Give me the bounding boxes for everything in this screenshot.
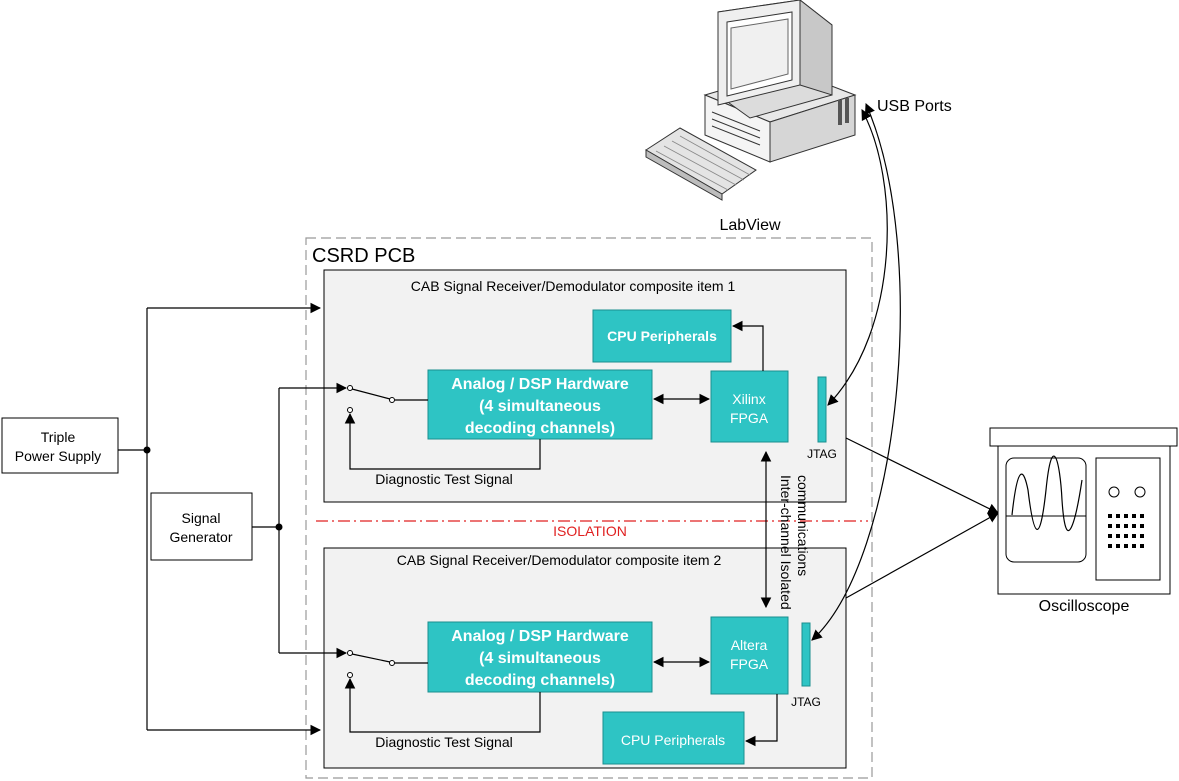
pcb-title: CSRD PCB <box>312 245 415 267</box>
signal-generator-line1: Signal <box>182 510 221 526</box>
item2-title: CAB Signal Receiver/Demodulator composit… <box>397 552 722 568</box>
item2-jtag-connector <box>801 622 811 687</box>
item1-title: CAB Signal Receiver/Demodulator composit… <box>411 278 736 294</box>
item2-dsp-line2: (4 simultaneous <box>479 650 601 667</box>
item1-fpga-line2: FPGA <box>730 410 769 426</box>
item1-diag-label: Diagnostic Test Signal <box>375 471 512 487</box>
item1-input-switch <box>347 385 428 413</box>
usb-ports-label: USB Ports <box>877 98 952 115</box>
item2-dsp-hardware <box>427 621 653 693</box>
item1-to-scope <box>845 437 999 514</box>
item2-dsp-line3: decoding channels) <box>465 672 615 689</box>
power-supply-line2: Power Supply <box>15 448 101 464</box>
oscilloscope-label: Oscilloscope <box>1039 598 1130 615</box>
item2-to-scope <box>845 512 999 599</box>
item1-dsp-line2: (4 simultaneous <box>479 398 601 415</box>
labview-label: LabView <box>719 217 781 234</box>
item1-dsp-hardware <box>427 369 653 440</box>
item1-jtag-connector <box>817 376 827 443</box>
item2-input-switch <box>347 650 428 678</box>
item1-xilinx-fpga <box>710 370 789 443</box>
signal-wiring <box>252 382 348 659</box>
power-wiring <box>118 302 322 736</box>
item1-fpga-line1: Xilinx <box>732 391 765 407</box>
inter-channel-line1: Inter-channel Isolated <box>778 475 794 610</box>
power-supply-line1: Triple <box>41 429 76 445</box>
item1-dsp-line1: Analog / DSP Hardware <box>451 376 629 393</box>
item1-jtag-label: JTAG <box>807 447 837 461</box>
oscilloscope-icon <box>989 427 1178 595</box>
signal-generator-line2: Generator <box>169 529 232 545</box>
isolation-label: ISOLATION <box>553 523 627 539</box>
inter-channel-line2: communications <box>795 475 811 576</box>
item2-dsp-line1: Analog / DSP Hardware <box>451 628 629 645</box>
item1-cpu-peripherals <box>592 309 732 363</box>
power-supply-box <box>1 417 119 474</box>
item2-fpga-line1: Altera <box>731 637 768 653</box>
usb-link-item2 <box>811 103 901 641</box>
csrd-pcb-boundary <box>305 237 873 779</box>
item2-cpu-label: CPU Peripherals <box>621 732 725 748</box>
item2-diag-label: Diagnostic Test Signal <box>375 734 512 750</box>
signal-generator-box <box>150 492 253 561</box>
desktop-computer-icon <box>645 0 857 201</box>
item2-jtag-label: JTAG <box>791 695 821 709</box>
item2-fpga-line2: FPGA <box>730 656 769 672</box>
item1-dsp-line3: decoding channels) <box>465 420 615 437</box>
item2-altera-fpga <box>710 616 789 695</box>
item1-cpu-label: CPU Peripherals <box>607 328 717 344</box>
item2-cpu-peripherals <box>602 711 745 765</box>
